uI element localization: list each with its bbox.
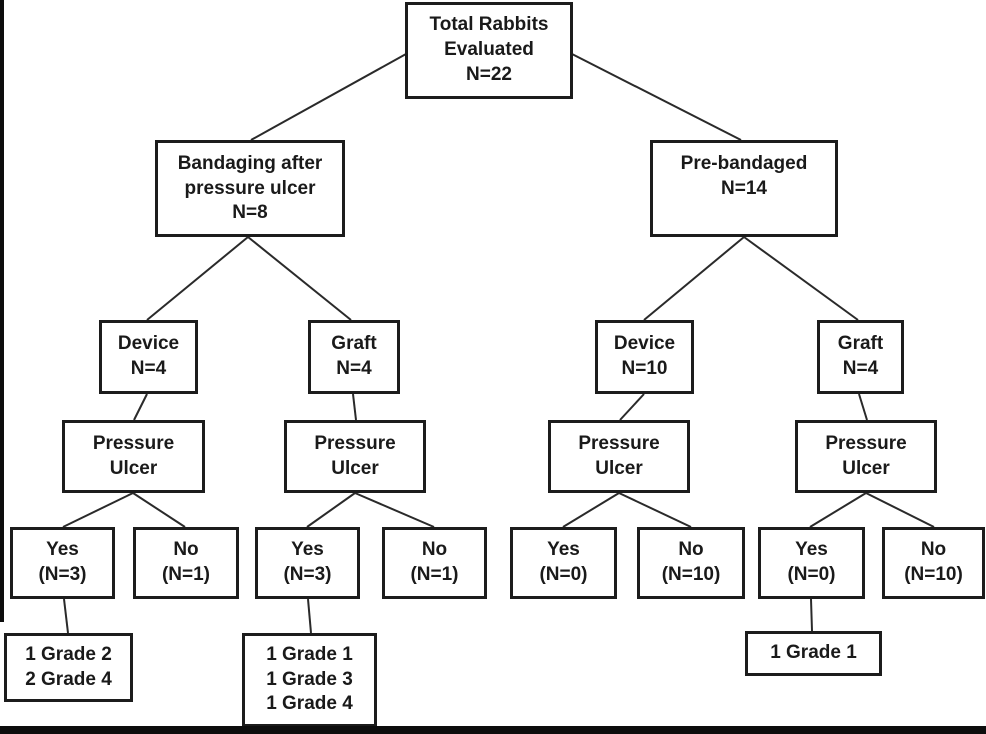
node-label: Yes (N=3) xyxy=(283,539,332,585)
connector-line xyxy=(352,393,357,421)
connector-line xyxy=(571,53,742,141)
node-yes-prebandaged-device: Yes (N=0) xyxy=(510,527,617,599)
node-label: 1 Grade 2 2 Grade 4 xyxy=(25,643,112,690)
connector-line xyxy=(132,492,186,528)
connector-line xyxy=(562,492,620,528)
connector-line xyxy=(619,393,645,421)
node-label: Graft N=4 xyxy=(331,333,377,379)
node-grades-bandaging-device: 1 Grade 2 2 Grade 4 xyxy=(4,633,133,702)
connector-line xyxy=(865,492,935,528)
connector-line xyxy=(858,393,868,421)
connector-line xyxy=(133,393,148,421)
node-label: No (N=10) xyxy=(661,539,721,585)
node-label: Pressure Ulcer xyxy=(92,432,175,479)
node-graft-bandaging: Graft N=4 xyxy=(308,320,400,394)
connector-line xyxy=(307,598,312,634)
node-label: Device N=10 xyxy=(613,333,676,379)
connector-line xyxy=(247,236,352,321)
connector-line xyxy=(146,236,249,321)
node-label: 1 Grade 1 1 Grade 3 1 Grade 4 xyxy=(266,643,353,715)
node-label: Pressure Ulcer xyxy=(578,432,660,479)
left-edge-bar xyxy=(0,0,4,622)
node-device-prebandaged: Device N=10 xyxy=(595,320,694,394)
connector-line xyxy=(63,598,69,634)
node-grades-prebandaged-graft: 1 Grade 1 xyxy=(745,631,882,676)
node-label: Device N=4 xyxy=(117,333,180,379)
node-label: No (N=1) xyxy=(161,539,211,585)
node-label: Pressure Ulcer xyxy=(314,432,396,479)
node-label: Total Rabbits Evaluated N=22 xyxy=(429,14,549,85)
node-total-rabbits: Total Rabbits Evaluated N=22 xyxy=(405,2,573,99)
node-no-prebandaged-graft: No (N=10) xyxy=(882,527,985,599)
connector-line xyxy=(354,492,435,528)
node-label: No (N=10) xyxy=(904,539,963,585)
node-bandaging-after: Bandaging after pressure ulcer N=8 xyxy=(155,140,345,237)
connector-line xyxy=(743,236,859,321)
node-no-prebandaged-device: No (N=10) xyxy=(637,527,745,599)
node-no-bandaging-device: No (N=1) xyxy=(133,527,239,599)
connector-line-group xyxy=(62,53,935,634)
bottom-edge-bar xyxy=(0,726,986,734)
node-label: 1 Grade 1 xyxy=(770,642,857,664)
node-label: Yes (N=0) xyxy=(539,539,588,585)
node-label: Pressure Ulcer xyxy=(825,432,907,479)
connector-line xyxy=(643,236,745,321)
node-pressure-ulcer-bandaging-graft: Pressure Ulcer xyxy=(284,420,426,493)
node-label: Yes (N=0) xyxy=(787,539,836,585)
node-pressure-ulcer-bandaging-device: Pressure Ulcer xyxy=(62,420,205,493)
node-label: Pre-bandaged N=14 xyxy=(680,153,808,199)
node-pressure-ulcer-prebandaged-graft: Pressure Ulcer xyxy=(795,420,937,493)
connector-line xyxy=(250,53,407,141)
node-yes-bandaging-device: Yes (N=3) xyxy=(10,527,115,599)
node-pressure-ulcer-prebandaged-device: Pressure Ulcer xyxy=(548,420,690,493)
node-label: Yes (N=3) xyxy=(38,539,87,585)
node-pre-bandaged: Pre-bandaged N=14 xyxy=(650,140,838,237)
node-label: Graft N=4 xyxy=(837,333,884,379)
connector-line xyxy=(809,492,867,528)
node-no-bandaging-graft: No (N=1) xyxy=(382,527,487,599)
connector-line xyxy=(810,598,813,632)
connector-line xyxy=(618,492,692,528)
node-yes-bandaging-graft: Yes (N=3) xyxy=(255,527,360,599)
node-label: Bandaging after pressure ulcer N=8 xyxy=(177,153,323,224)
node-graft-prebandaged: Graft N=4 xyxy=(817,320,904,394)
node-yes-prebandaged-graft: Yes (N=0) xyxy=(758,527,865,599)
connector-line xyxy=(62,492,134,528)
connector-line xyxy=(306,492,356,528)
node-grades-bandaging-graft: 1 Grade 1 1 Grade 3 1 Grade 4 xyxy=(242,633,377,727)
node-device-bandaging: Device N=4 xyxy=(99,320,198,394)
node-label: No (N=1) xyxy=(410,539,459,585)
